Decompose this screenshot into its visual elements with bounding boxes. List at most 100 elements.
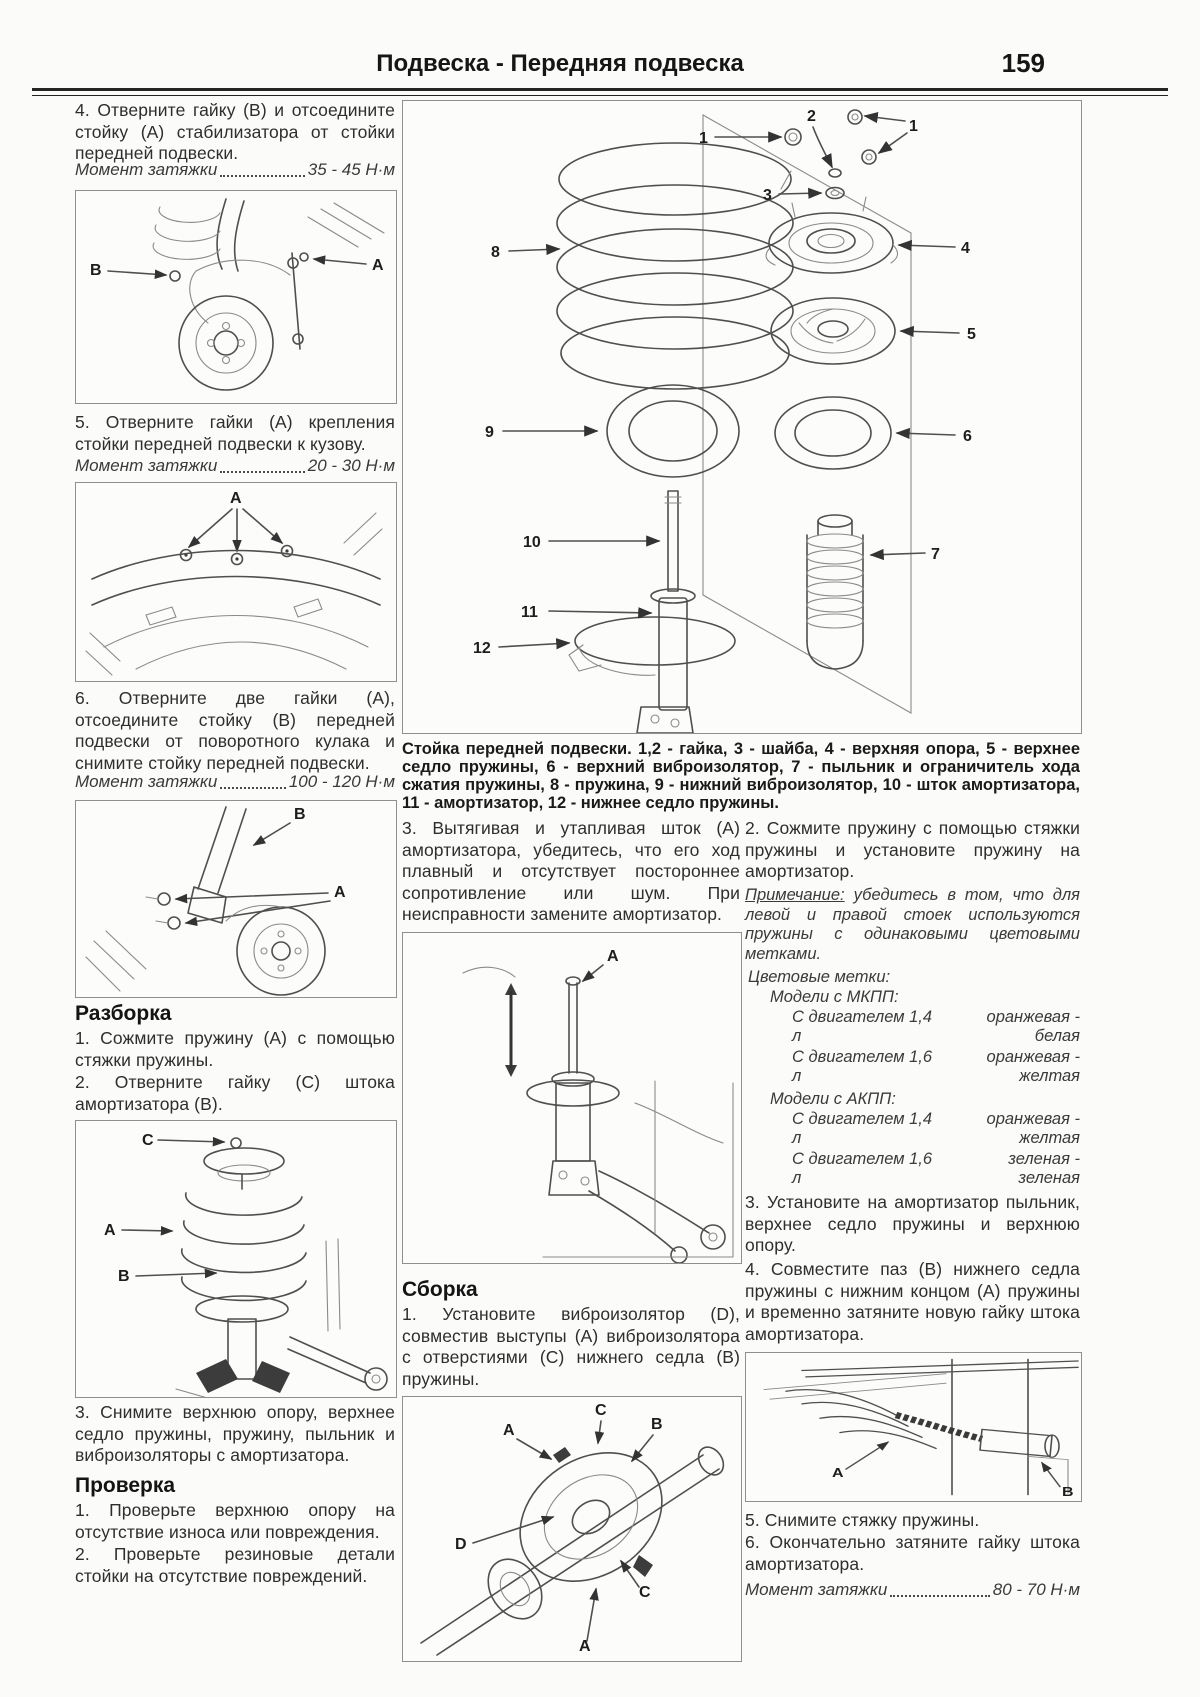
figure-label: A [334,884,346,901]
right-step3-paragraph: 3. Установите на амортизатор пыльник, ве… [745,1192,1080,1255]
figure-label: 10 [523,534,541,551]
figure-step6-knuckle-bolts: B A [75,800,397,998]
inspection-heading: Проверка [75,1474,176,1497]
torque-spec-final: Момент затяжки 80 - 70 Н·м [745,1580,1080,1600]
figure-label: B [90,262,102,279]
color-mark-row: С двигателем 1,6 л зеленая - зеленая [792,1150,1080,1188]
color-value: оранжевая - желтая [986,1048,1080,1085]
torque-value: 35 - 45 Н·м [307,160,395,179]
figure-label: A [372,257,384,274]
figure-label: 12 [473,640,491,657]
dotted-leader [890,1595,990,1597]
figure-spring-art: A B [763,1358,1079,1500]
figure-label: A [607,948,619,965]
figure-assembly-art: C B A D C A [420,1402,725,1656]
figure-label: 11 [521,604,538,621]
figure-label: C [595,1402,607,1419]
step4-paragraph: 4. Отверните гайку (B) и отсоедините сто… [75,100,395,163]
torque-spec-step5: Момент затяжки 20 - 30 Н·м [75,456,395,476]
figure-label: 5 [967,326,976,343]
figure-main-exploded-strut: 8 9 10 11 12 1 2 1 3 [402,100,1082,734]
figure-check-art: A [462,948,734,1263]
torque-label: Момент затяжки [75,160,218,179]
torque-value: 100 - 120 Н·м [288,772,395,791]
inspection-step2: 2. Проверьте резиновые детали стойки на … [75,1544,395,1586]
color-mark-row: С двигателем 1,4 л оранжевая - желтая [792,1110,1080,1148]
figure-label: C [142,1132,154,1149]
figure-label: 1 [909,118,918,135]
dotted-leader [220,787,286,789]
torque-value: 80 - 70 Н·м [992,1580,1080,1599]
figure-spring-end-alignment: A B [745,1352,1082,1502]
figure-label: 7 [931,546,940,563]
at-models-heading: Модели с АКПП: [770,1090,896,1108]
figure-label: B [651,1416,663,1433]
engine-label: С двигателем 1,4 л [792,1008,933,1045]
engine-label: С двигателем 1,6 л [792,1150,933,1187]
note-label: Примечание: [745,886,845,904]
torque-label: Момент затяжки [745,1580,888,1599]
figure-label: B [118,1268,130,1285]
figure-label: 3 [763,187,772,204]
disassembly-step2: 2. Отверните гайку (C) штока амортизатор… [75,1072,395,1114]
right-step5-paragraph: 5. Снимите стяжку пружины. [745,1510,980,1530]
figure-label: 8 [491,244,500,261]
color-marks-heading: Цветовые метки: [748,968,891,986]
figure-step4-stabilizer-link: B A [75,190,397,404]
dotted-leader [220,175,305,177]
step5-paragraph: 5. Отверните гайки (A) крепления стойки … [75,412,395,454]
note-paragraph: Примечание: убедитесь в том, что для лев… [745,886,1080,964]
engine-label: С двигателем 1,6 л [792,1048,933,1085]
figure-check-rod-stroke: A [402,932,742,1264]
figure-label: B [1062,1486,1074,1500]
engine-label: С двигателем 1,4 л [792,1110,933,1147]
color-value: оранжевая - желтая [986,1110,1080,1147]
figure-label: 6 [963,428,972,445]
page-number: 159 [1001,48,1045,78]
figure-label: A [104,1222,116,1239]
right-step2-paragraph: 2. Сожмите пружину с помощью стяжки пруж… [745,818,1080,881]
inspection-step1: 1. Проверьте верхнюю опору на отсутствие… [75,1500,395,1542]
step6-paragraph: 6. Отверните две гайки (A), отсоедините … [75,688,395,773]
figure-label: 9 [485,424,494,441]
torque-label: Момент затяжки [75,772,218,791]
dotted-leader [220,471,305,473]
figure-disassembly-art: C A B [104,1132,388,1397]
figure-step5-art: A [85,490,383,676]
right-step4-paragraph: 4. Совместите паз (B) нижнего седла пруж… [745,1259,1080,1344]
figure-label: 1 [699,130,708,147]
main-figure-caption: Стойка передней подвески. 1,2 - гайка, 3… [402,740,1080,812]
figure-label: D [455,1536,467,1553]
figure-label: A [503,1422,515,1439]
color-value: зеленая - зеленая [1008,1150,1080,1187]
assembly-step1-paragraph: 1. Установите виброизолятор (D), совмест… [402,1304,740,1389]
torque-value: 20 - 30 Н·м [307,456,395,475]
middle-step3-paragraph: 3. Вытягивая и утапливая шток (A) аморти… [402,818,740,924]
torque-spec-step4: Момент затяжки 35 - 45 Н·м [75,160,395,180]
disassembly-step1: 1. Сожмите пружину (A) с помощью стяжки … [75,1028,395,1070]
figure-label: B [294,806,306,823]
figure-label: 4 [961,240,970,257]
torque-label: Момент затяжки [75,456,218,475]
color-mark-row: С двигателем 1,4 л оранжевая - белая [792,1008,1080,1046]
page-title: Подвеска - Передняя подвеска [376,50,744,77]
figure-disassembly-strut: C A B [75,1120,397,1398]
figure-label: A [832,1467,844,1481]
note-text: убедитесь в том, что для левой и правой … [745,886,1080,963]
disassembly-step3: 3. Снимите верхнюю опору, верхнее седло … [75,1402,395,1465]
color-value: оранжевая - белая [986,1008,1080,1045]
figure-label: A [579,1638,591,1655]
figure-step5-tower-nuts: A [75,482,397,682]
mt-models-heading: Модели с МКПП: [770,988,899,1006]
figure-label: 2 [807,108,816,125]
figure-label: A [230,490,242,507]
figure-label: C [639,1584,651,1601]
torque-spec-step6: Момент затяжки 100 - 120 Н·м [75,772,395,792]
assembly-heading: Сборка [402,1278,478,1301]
right-step6-paragraph: 6. Окончательно затяните гайку штока амо… [745,1532,1080,1574]
figure-step4-art: B A [90,198,385,391]
color-mark-row: С двигателем 1,6 л оранжевая - желтая [792,1048,1080,1086]
disassembly-heading: Разборка [75,1002,172,1025]
figure-main-art: 8 9 10 11 12 1 2 1 3 [473,108,976,733]
